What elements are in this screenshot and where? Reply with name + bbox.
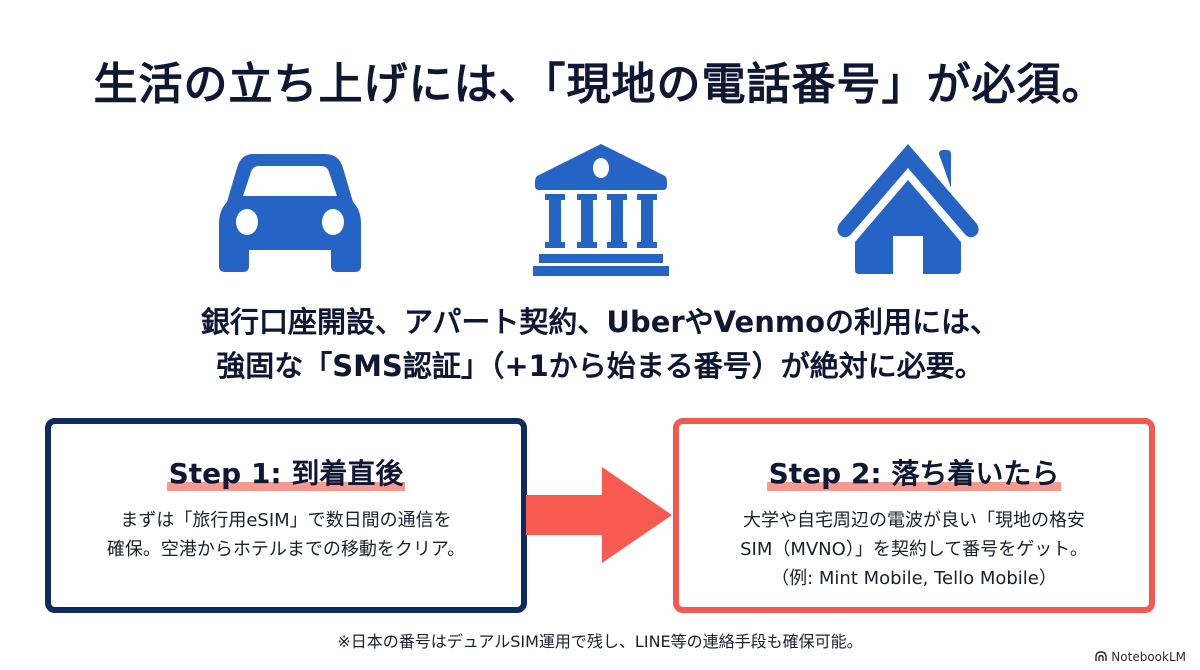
step-2-body-line: 大学や自宅周辺の電波が良い「現地の格安 bbox=[743, 510, 1085, 531]
step-1-body: まずは「旅行用eSIM」で数日間の通信を 確保。空港からホテルまでの移動をクリア… bbox=[51, 506, 521, 564]
step-2-body: 大学や自宅周辺の電波が良い「現地の格安 SIM（MVNO）」を契約して番号をゲッ… bbox=[679, 506, 1149, 593]
right-arrow-icon bbox=[526, 467, 674, 569]
page-title: 生活の立ち上げには、「現地の電話番号」が必須。 bbox=[93, 59, 1107, 110]
step-1-body-line: 確保。空港からホテルまでの移動をクリア。 bbox=[106, 539, 466, 560]
step-2-title-highlight bbox=[766, 482, 1062, 491]
description-line-1: 銀行口座開設、アパート契約、UberやVenmoの利用には、 bbox=[200, 305, 999, 339]
description: 銀行口座開設、アパート契約、UberやVenmoの利用には、 強固な「SMS認証… bbox=[0, 300, 1200, 388]
step-2-body-line: SIM（MVNO）」を契約して番号をゲット。 bbox=[740, 539, 1088, 560]
bank-icon bbox=[533, 142, 669, 276]
notebooklm-icon bbox=[1095, 650, 1107, 664]
house-icon bbox=[835, 142, 981, 276]
step-2-body-line: （例: Mint Mobile, Tello Mobile） bbox=[771, 568, 1057, 589]
car-icon bbox=[215, 154, 365, 272]
icon-row bbox=[0, 142, 1200, 282]
step-1-card: Step 1: 到着直後 まずは「旅行用eSIM」で数日間の通信を 確保。空港か… bbox=[45, 418, 527, 613]
step-2-card: Step 2: 落ち着いたら 大学や自宅周辺の電波が良い「現地の格安 SIM（M… bbox=[673, 418, 1155, 613]
footnote: ※日本の番号はデュアルSIM運用で残し、LINE等の連絡手段も確保可能。 bbox=[337, 632, 863, 651]
description-line-2: 強固な「SMS認証」（+1から始まる番号）が絶対に必要。 bbox=[216, 349, 984, 383]
notebooklm-watermark: NotebookLM bbox=[1095, 650, 1186, 664]
step-2-title: Step 2: 落ち着いたら bbox=[766, 457, 1062, 491]
step-1-title: Step 1: 到着直後 bbox=[166, 457, 406, 491]
step-1-title-highlight bbox=[166, 482, 406, 491]
step-1-body-line: まずは「旅行用eSIM」で数日間の通信を bbox=[120, 510, 452, 531]
watermark-label: NotebookLM bbox=[1111, 650, 1186, 664]
